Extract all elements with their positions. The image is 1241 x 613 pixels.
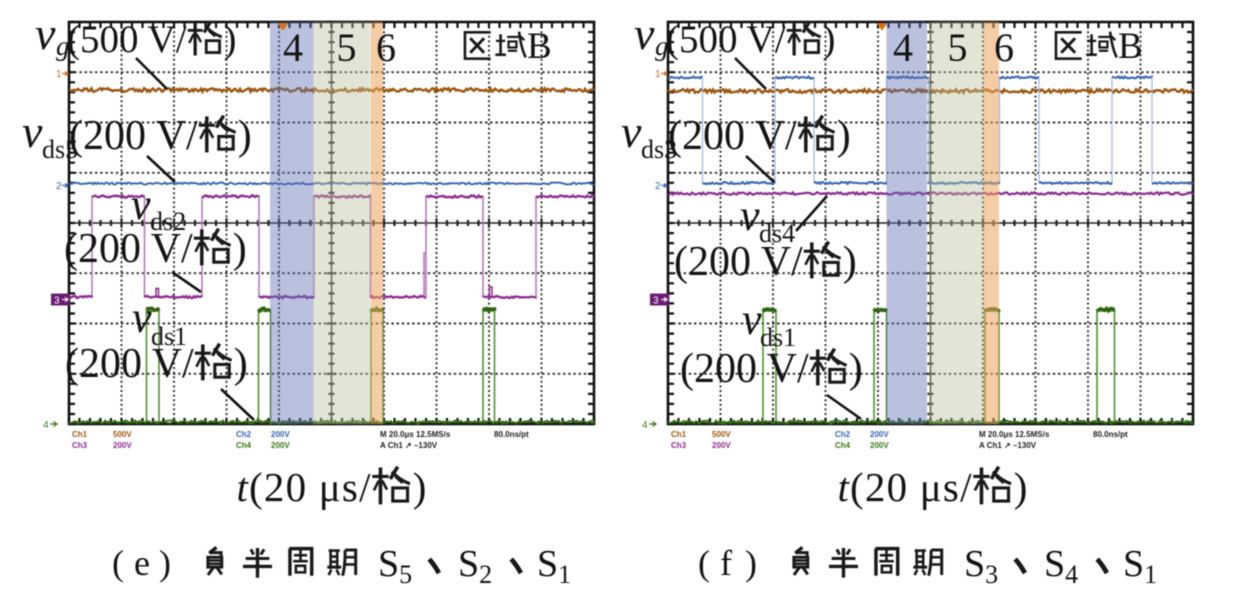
svg-text:3: 3	[653, 296, 659, 307]
svg-text:2: 2	[56, 181, 62, 192]
svg-text:3: 3	[54, 296, 60, 307]
svg-text:1: 1	[56, 69, 62, 80]
svg-text:4: 4	[642, 420, 648, 431]
svg-text:1: 1	[655, 69, 661, 80]
svg-text:4: 4	[43, 420, 49, 431]
svg-text:2: 2	[655, 181, 661, 192]
